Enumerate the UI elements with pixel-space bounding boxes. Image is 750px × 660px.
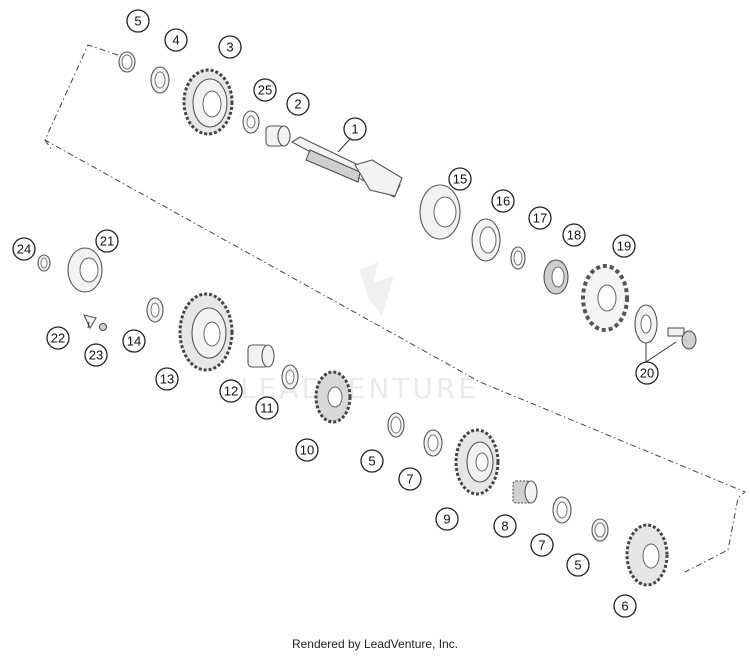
leader-lines [87, 138, 677, 363]
svg-text:14: 14 [127, 334, 141, 349]
svg-text:11: 11 [260, 401, 274, 416]
callout-24: 24 [12, 237, 36, 261]
callout-1: 1 [343, 117, 367, 141]
part-bushing-2 [265, 125, 291, 147]
callout-9: 9 [435, 507, 459, 531]
part-pin-22 [83, 314, 97, 330]
part-washer-7-mid [423, 429, 443, 457]
part-spacer-18 [543, 259, 569, 295]
callout-20: 20 [635, 361, 659, 385]
footer-credit: Rendered by LeadVenture, Inc. [291, 637, 459, 651]
part-circlip-5-low [591, 518, 609, 542]
watermark: LEADVENTURE [240, 262, 479, 405]
callout-12: 12 [219, 379, 243, 403]
svg-text:21: 21 [100, 234, 114, 249]
svg-text:19: 19 [617, 239, 631, 254]
part-bushing-12 [247, 344, 275, 368]
part-oring-17 [510, 246, 526, 270]
part-gear-6 [625, 523, 669, 587]
svg-text:24: 24 [17, 242, 31, 257]
svg-text:4: 4 [172, 33, 179, 48]
part-bearing-15 [419, 184, 461, 240]
svg-text:7: 7 [538, 538, 545, 553]
svg-text:20: 20 [640, 366, 654, 381]
part-circlip-5-top [118, 51, 136, 73]
svg-text:5: 5 [574, 558, 581, 573]
callout-5-mid: 5 [360, 449, 384, 473]
callout-22: 22 [46, 326, 70, 350]
part-washer-11 [281, 364, 299, 390]
callout-23: 23 [84, 343, 108, 367]
callout-13: 13 [155, 367, 179, 391]
svg-text:12: 12 [224, 384, 238, 399]
svg-text:1: 1 [351, 122, 358, 137]
part-seal-16 [471, 218, 501, 262]
callout-5-low: 5 [566, 553, 590, 577]
callout-7-low: 7 [530, 533, 554, 557]
svg-text:18: 18 [567, 228, 581, 243]
assembly-boundary-left [44, 139, 53, 151]
part-washer-4 [150, 66, 170, 94]
svg-text:2: 2 [294, 97, 301, 112]
callout-18: 18 [562, 223, 586, 247]
callout-7-mid: 7 [398, 467, 422, 491]
callout-2: 2 [286, 92, 310, 116]
svg-text:15: 15 [453, 172, 467, 187]
part-washer-7-low [552, 496, 572, 524]
callout-4: 4 [164, 28, 188, 52]
callout-15: 15 [448, 167, 472, 191]
svg-text:16: 16 [496, 194, 510, 209]
svg-text:7: 7 [406, 472, 413, 487]
callout-19: 19 [612, 234, 636, 258]
svg-text:17: 17 [533, 211, 547, 226]
part-gear-10 [314, 370, 352, 424]
part-gear-3 [182, 68, 234, 136]
callout-16: 16 [491, 189, 515, 213]
part-circlip-5-mid [387, 412, 405, 438]
svg-text:6: 6 [621, 599, 628, 614]
callout-6: 6 [613, 594, 637, 618]
part-circlip-24 [37, 254, 51, 272]
part-washer-25 [242, 110, 260, 134]
callout-8: 8 [493, 514, 517, 538]
callout-10: 10 [295, 438, 319, 462]
part-needle-bearing-8 [512, 480, 538, 504]
watermark-text: LEADVENTURE [240, 372, 479, 405]
part-ball-23 [99, 323, 107, 331]
part-bearing-21 [67, 247, 103, 293]
part-washer-14 [146, 297, 164, 323]
callout-17: 17 [528, 206, 552, 230]
callout-14: 14 [122, 329, 146, 353]
svg-text:23: 23 [89, 348, 103, 363]
svg-text:8: 8 [501, 519, 508, 534]
callout-3: 3 [218, 35, 242, 59]
svg-text:5: 5 [368, 454, 375, 469]
part-sprocket-19 [581, 264, 629, 332]
svg-text:13: 13 [160, 372, 174, 387]
svg-text:10: 10 [300, 443, 314, 458]
svg-text:5: 5 [134, 14, 141, 29]
callout-25: 25 [253, 78, 277, 102]
callout-5-top: 5 [126, 9, 150, 33]
callout-11: 11 [255, 396, 279, 420]
callout-21: 21 [95, 229, 119, 253]
svg-text:9: 9 [443, 512, 450, 527]
part-gear-9 [454, 428, 500, 496]
svg-text:3: 3 [226, 40, 233, 55]
assembly-boundary [44, 44, 746, 573]
part-gear-13 [178, 292, 234, 372]
svg-text:22: 22 [51, 331, 65, 346]
svg-text:25: 25 [258, 83, 272, 98]
part-washer-bolt-20 [634, 304, 697, 350]
part-shaft-1 [290, 136, 403, 198]
